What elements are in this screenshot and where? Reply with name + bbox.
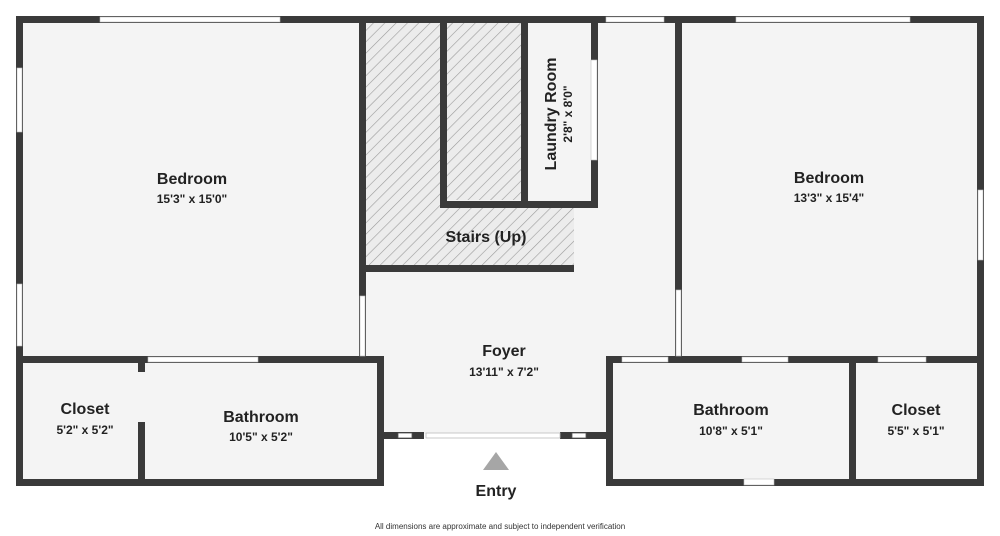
bedroom-left-name: Bedroom <box>156 171 228 188</box>
bedroom-right-name: Bedroom <box>793 170 865 187</box>
closet-right-dimensions: 5'5" x 5'1" <box>887 424 945 438</box>
bathroom-left-dimensions: 10'5" x 5'2" <box>229 430 293 444</box>
bedroom-right-dimensions: 13'3" x 15'4" <box>793 191 865 205</box>
bathroom-right-dimensions: 10'8" x 5'1" <box>699 424 763 438</box>
closet-right-name: Closet <box>891 402 941 419</box>
disclaimer-note: All dimensions are approximate and subje… <box>374 522 626 531</box>
stairs-hatch <box>366 22 574 268</box>
bathroom-left-name: Bathroom <box>223 409 299 426</box>
foyer-name: Foyer <box>482 343 526 360</box>
bedroom-left-dimensions: 15'3" x 15'0" <box>156 192 228 206</box>
closet-left-dimensions: 5'2" x 5'2" <box>56 423 114 437</box>
laundry-room-dimensions: 2'8" x 8'0" <box>561 85 575 143</box>
foyer-dimensions: 13'11" x 7'2" <box>469 365 539 379</box>
laundry-room-label: Laundry Room 2'8" x 8'0" <box>543 58 575 171</box>
entry-label: Entry <box>475 483 517 500</box>
laundry-room-name: Laundry Room <box>543 57 560 171</box>
entry-door <box>397 432 587 439</box>
closet-left-name: Closet <box>60 401 110 418</box>
bathroom-right-name: Bathroom <box>693 402 769 419</box>
entry-arrow-icon <box>483 452 509 470</box>
stairs-name: Stairs (Up) <box>445 229 527 246</box>
windows <box>16 16 984 486</box>
